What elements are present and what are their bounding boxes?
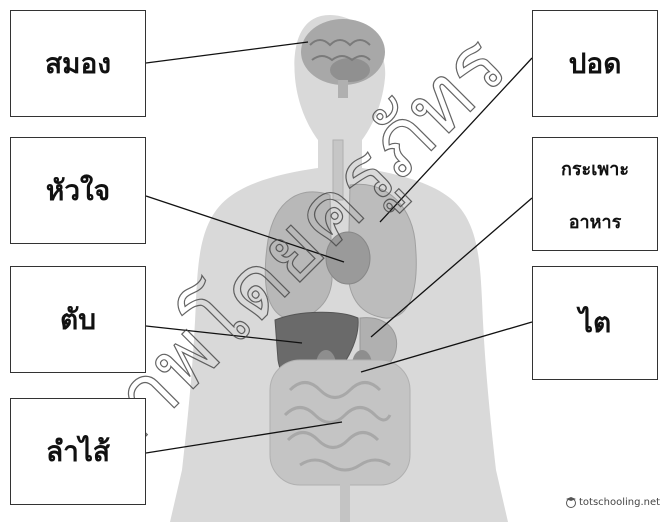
liver-label-box: ตับ [10,266,146,373]
pointer-brain [146,42,308,63]
liver-label: ตับ [60,298,96,342]
mortarboard-icon [565,496,577,508]
intestine-label-box: ลำไส้ [10,398,146,505]
brain-label: สมอง [45,42,111,86]
stomach-label-line2: อาหาร [569,207,622,236]
lungs-label-box: ปอด [532,10,658,117]
kidney-label: ไต [579,301,611,345]
credit-text: totschooling.net [579,497,660,508]
heart-label-box: หัวใจ [10,137,146,244]
stomach-label-line1: กระเพาะ [561,154,629,183]
intestine-label: ลำไส้ [46,430,110,474]
kidney-label-box: ไต [532,266,658,380]
stomach-label-box: กระเพาะ อาหาร [532,137,658,251]
lungs-label: ปอด [569,42,622,86]
heart-label: หัวใจ [46,169,110,213]
brain-label-box: สมอง [10,10,146,117]
